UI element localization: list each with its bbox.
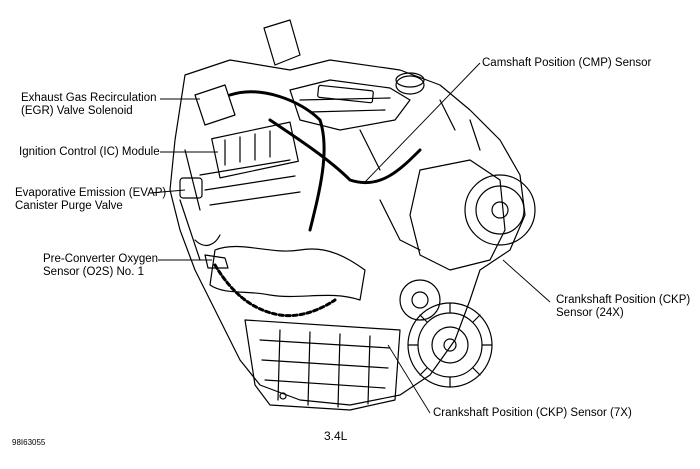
idler-pulley — [399, 279, 441, 321]
plenum-badge — [317, 84, 374, 104]
top-bracket — [263, 19, 301, 66]
o2-sensor — [204, 254, 229, 269]
label-cmp-sensor: Camshaft Position (CMP) Sensor — [482, 57, 652, 69]
intake-plenum — [289, 79, 411, 131]
leader-evap — [149, 189, 186, 194]
oil-filler-cap — [395, 75, 425, 95]
leader-cmp — [364, 62, 481, 183]
label-evap-purge-valve: Evaporative Emission (EVAP) Canister Pur… — [15, 187, 167, 212]
exhaust-manifold — [209, 245, 366, 301]
leader-ckp7 — [387, 344, 431, 414]
egr-valve — [194, 84, 236, 126]
crankshaft-balancer — [407, 302, 493, 388]
label-egr-valve-solenoid: Exhaust Gas Recirculation (EGR) Valve So… — [21, 92, 157, 117]
figure-id: 98I63055 — [12, 438, 46, 447]
label-ic-module: Ignition Control (IC) Module — [19, 146, 160, 158]
label-ckp-sensor-24x: Crankshaft Position (CKP) Sensor (24X) — [556, 294, 691, 319]
evap-purge-valve — [179, 177, 203, 199]
oil-pan — [244, 319, 401, 411]
figure-caption: 3.4L — [324, 429, 348, 443]
leader-ckp24 — [502, 259, 551, 303]
timing-cover — [409, 159, 506, 271]
ignition-coil-pack — [211, 121, 299, 179]
label-ckp-sensor-7x: Crankshaft Position (CKP) Sensor (7X) — [433, 407, 632, 419]
drain-plug — [279, 392, 287, 400]
accessory-pulley — [464, 174, 536, 246]
wiring-harness — [228, 90, 422, 232]
label-o2s-sensor: Pre-Converter Oxygen Sensor (O2S) No. 1 — [43, 253, 159, 278]
engine-block — [169, 59, 526, 406]
